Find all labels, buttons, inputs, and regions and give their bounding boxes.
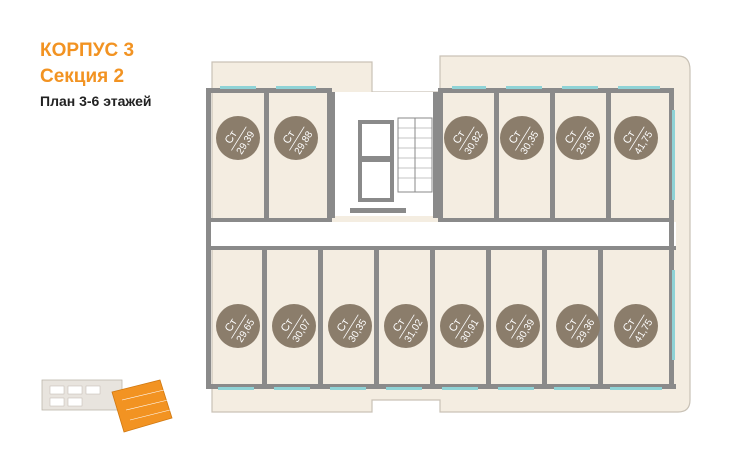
badge-divider <box>511 314 527 339</box>
floor-plan-subtitle: План 3-6 этажей <box>40 93 152 109</box>
apartment-badge <box>274 116 318 160</box>
apartment-badge <box>500 116 544 160</box>
apartment-type: Ст <box>335 317 352 334</box>
locator-map <box>41 379 173 433</box>
apartment-badge <box>614 304 658 348</box>
apartment-badge <box>440 304 484 348</box>
badge-divider <box>459 126 475 151</box>
apartment-badge <box>216 304 260 348</box>
windows <box>218 86 675 390</box>
title-block: КОРПУС 3 Секция 2 План 3-6 этажей <box>40 38 152 111</box>
apartment-type: Ст <box>621 129 638 146</box>
apartment-type: Ст <box>563 129 580 146</box>
apartment-type: Ст <box>507 129 524 146</box>
badge-divider <box>231 126 247 151</box>
building-title: КОРПУС 3 <box>40 40 135 61</box>
walls <box>206 88 676 389</box>
apartment-type: Ст <box>621 317 638 334</box>
badge-divider <box>343 314 359 339</box>
apartment-type: Ст <box>223 129 240 146</box>
apartment-badge <box>216 116 260 160</box>
apartment-type: Ст <box>447 317 464 334</box>
badge-divider <box>287 314 303 339</box>
apartment-type: Ст <box>391 317 408 334</box>
apartment-badge <box>444 116 488 160</box>
apartment-badge <box>328 304 372 348</box>
stair-core <box>358 117 433 202</box>
badge-divider <box>515 126 531 151</box>
badge-divider <box>455 314 471 339</box>
apartment-badge <box>614 116 658 160</box>
section-title: Секция 2 <box>40 66 125 87</box>
apartment-type: Ст <box>451 129 468 146</box>
badge-divider <box>571 126 587 151</box>
badge-divider <box>629 314 645 339</box>
apartment-type: Ст <box>223 317 240 334</box>
apartment-badge <box>496 304 540 348</box>
apartment-badge <box>556 116 600 160</box>
badge-divider <box>231 314 247 339</box>
apartment-type: Ст <box>503 317 520 334</box>
floor-outline <box>206 55 691 413</box>
badge-divider <box>629 126 645 151</box>
badge-divider <box>571 314 587 339</box>
apartment-type: Ст <box>281 129 298 146</box>
badge-divider <box>289 126 305 151</box>
apartment-badge <box>384 304 428 348</box>
apartment-badge <box>556 304 600 348</box>
badge-divider <box>399 314 415 339</box>
apartment-type: Ст <box>563 317 580 334</box>
apartment-badge <box>272 304 316 348</box>
apartment-type: Ст <box>279 317 296 334</box>
